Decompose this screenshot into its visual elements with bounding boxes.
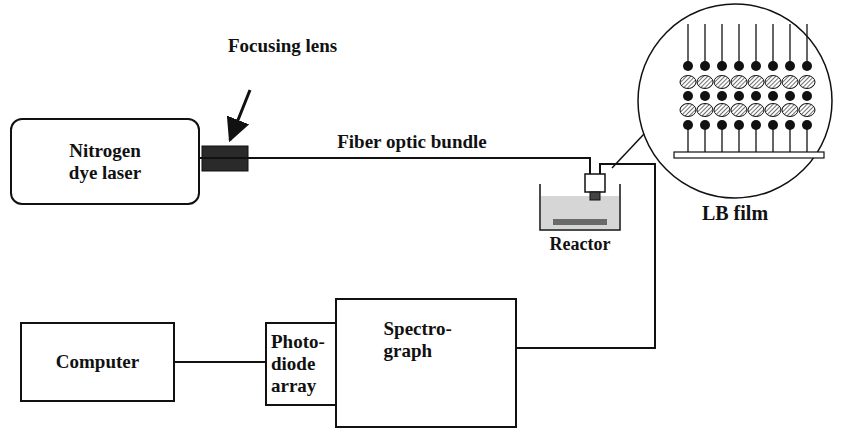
connector-line [175, 361, 265, 363]
box-label: Spectro- graph [384, 318, 469, 362]
lb-film-magnifier [636, 2, 834, 200]
laser-box: Nitrogen dye laser [10, 118, 200, 205]
connector-line [517, 164, 655, 348]
connector-line [200, 158, 590, 174]
reactor-vessel [535, 172, 625, 232]
part-label: Focusing lens [228, 36, 338, 57]
lb-film-circle: LB film [636, 2, 834, 200]
box-label: Nitrogen dye laser [55, 140, 155, 184]
computer-box: Computer [20, 322, 175, 402]
node-caption: Reactor [515, 234, 645, 255]
lens-pointer [230, 90, 250, 140]
edge-label: Fiber optic bundle [335, 132, 489, 153]
box-label: Computer [56, 351, 139, 373]
magnifier-leader [612, 134, 644, 168]
reactor-vessel: Reactor [535, 172, 625, 232]
node-caption: LB film [616, 202, 852, 225]
photodiode-box: Photo- diode array [265, 322, 337, 406]
box-label: Photo- diode array [271, 331, 331, 397]
spectrograph-box: Spectro- graph [335, 298, 517, 428]
